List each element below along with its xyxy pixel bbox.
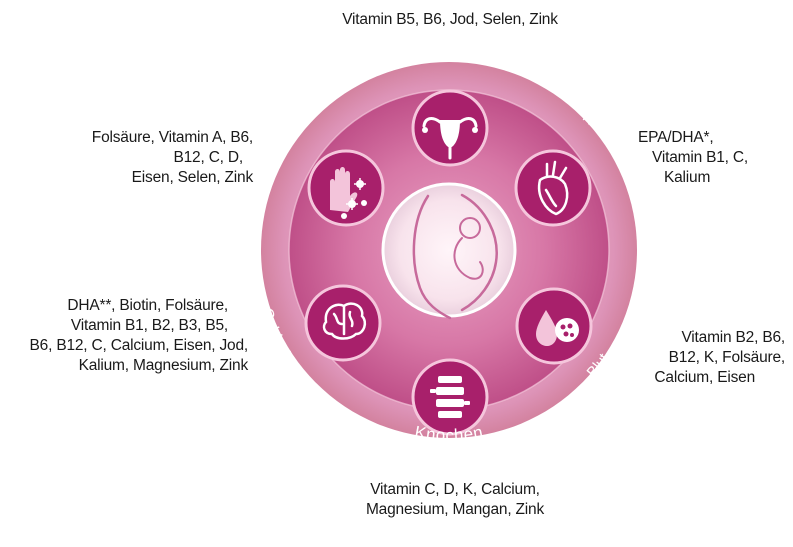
node-gehirn: [306, 286, 380, 360]
nutrient-line: Kalium: [638, 168, 788, 188]
nutrient-line: B12, C, D,: [60, 148, 253, 168]
nutrients-knochen: Vitamin C, D, K, Calcium, Magnesium, Man…: [330, 480, 580, 520]
nutrients-hormonregulation: Vitamin B5, B6, Jod, Selen, Zink: [300, 10, 600, 30]
node-knochen: [413, 360, 487, 434]
nutrient-line: B12, K, Folsäure,: [620, 348, 785, 368]
nutrient-line: Vitamin B2, B6,: [620, 328, 785, 348]
nutrient-line: Vitamin B1, C,: [638, 148, 788, 168]
nutrients-blut: Vitamin B2, B6, B12, K, Folsäure, Calciu…: [620, 328, 785, 388]
nutrient-line: Vitamin B5, B6, Jod, Selen, Zink: [300, 10, 600, 30]
pregnant-belly-icon: [383, 184, 515, 318]
nutrients-immun: Folsäure, Vitamin A, B6, B12, C, D, Eise…: [60, 128, 253, 188]
nutrient-line: EPA/DHA*,: [638, 128, 788, 148]
node-blut: [517, 289, 591, 363]
nutrient-line: Calcium, Eisen: [620, 368, 785, 388]
node-herz: [516, 151, 590, 225]
nutrients-herz: EPA/DHA*, Vitamin B1, C, Kalium: [638, 128, 788, 188]
nutrient-line: B6, B12, C, Calcium, Eisen, Jod,: [5, 336, 248, 356]
nutrient-line: Vitamin C, D, K, Calcium,: [330, 480, 580, 500]
nutrient-line: Vitamin B1, B2, B3, B5,: [5, 316, 248, 336]
node-hormonregulation: [413, 91, 487, 165]
node-immun: [309, 151, 383, 225]
nutrient-line: DHA**, Biotin, Folsäure,: [5, 296, 248, 316]
nutrient-line: Eisen, Selen, Zink: [60, 168, 253, 188]
nutrient-line: Magnesium, Mangan, Zink: [330, 500, 580, 520]
nutrient-line: Folsäure, Vitamin A, B6,: [60, 128, 253, 148]
nutrient-line: Kalium, Magnesium, Zink: [5, 356, 248, 376]
nutrients-gehirn: DHA**, Biotin, Folsäure, Vitamin B1, B2,…: [5, 296, 248, 376]
